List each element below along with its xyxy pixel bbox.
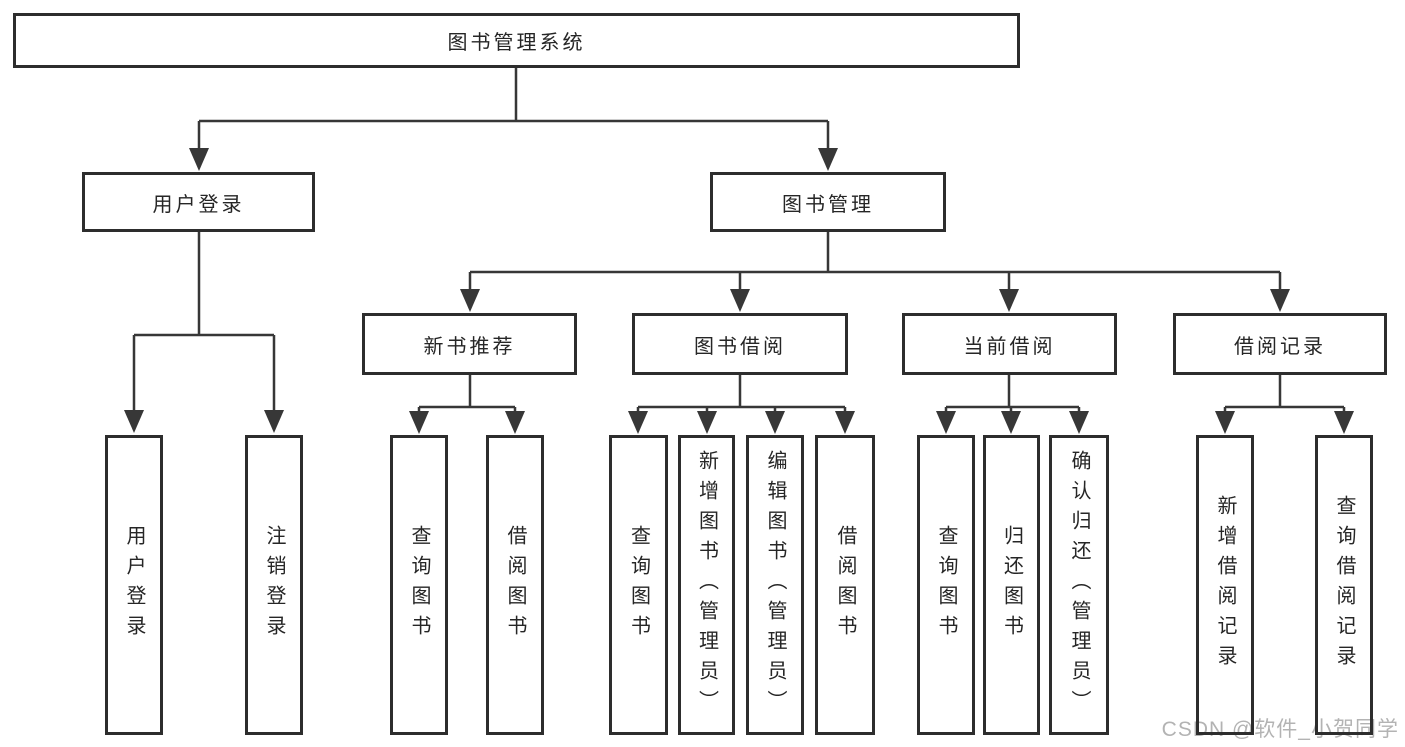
arrowhead — [628, 411, 648, 434]
arrowhead — [936, 411, 956, 434]
connector-bookmgmt-to-level3 — [468, 232, 1282, 290]
leaf-confirm-return-admin: 确认归还（管理员） — [1049, 435, 1109, 735]
arrowhead — [999, 289, 1019, 312]
leaf-return-books: 归还图书 — [983, 435, 1040, 735]
leaf-edit-books-admin: 编辑图书（管理员） — [746, 435, 804, 735]
connector-root-to-level2 — [197, 68, 830, 149]
leaf-borrow-books-recommend: 借阅图书 — [486, 435, 544, 735]
leaf-query-borrow-record: 查询借阅记录 — [1315, 435, 1373, 735]
node-book-management: 图书管理 — [710, 172, 946, 232]
arrowhead — [409, 411, 429, 434]
node-book-borrow: 图书借阅 — [632, 313, 848, 375]
leaf-user-login: 用户登录 — [105, 435, 163, 735]
arrowhead — [1215, 411, 1235, 434]
node-new-book-recommend: 新书推荐 — [362, 313, 577, 375]
connector-borrow-to-leaves — [636, 375, 847, 413]
leaf-query-books-recommend: 查询图书 — [390, 435, 448, 735]
arrowhead — [189, 148, 209, 171]
leaf-add-borrow-record: 新增借阅记录 — [1196, 435, 1254, 735]
arrowhead — [1069, 411, 1089, 434]
connector-lines — [132, 68, 1346, 413]
arrowhead — [730, 289, 750, 312]
leaf-borrow-books: 借阅图书 — [815, 435, 875, 735]
arrowheads — [124, 148, 1354, 434]
arrowhead — [697, 411, 717, 434]
watermark: CSDN @软件_小贺同学 — [1161, 718, 1399, 741]
node-user-login: 用户登录 — [82, 172, 315, 232]
arrowhead — [835, 411, 855, 434]
connector-current-to-leaves — [944, 375, 1081, 413]
connector-newbooks-to-leaves — [417, 375, 517, 413]
arrowhead — [505, 411, 525, 434]
arrowhead — [264, 410, 284, 433]
connector-userlogin-to-leaves — [132, 232, 276, 411]
connector-records-to-leaves — [1223, 375, 1346, 413]
arrowhead — [765, 411, 785, 434]
leaf-query-books-borrow: 查询图书 — [609, 435, 668, 735]
node-library-management-system: 图书管理系统 — [13, 13, 1020, 68]
leaf-logout: 注销登录 — [245, 435, 303, 735]
leaf-query-books-current: 查询图书 — [917, 435, 975, 735]
arrowhead — [460, 289, 480, 312]
arrowhead — [1001, 411, 1021, 434]
arrowhead — [1270, 289, 1290, 312]
node-borrow-records: 借阅记录 — [1173, 313, 1387, 375]
arrowhead — [124, 410, 144, 433]
arrowhead — [1334, 411, 1354, 434]
arrowhead — [818, 148, 838, 171]
leaf-add-books-admin: 新增图书（管理员） — [678, 435, 735, 735]
node-current-borrow: 当前借阅 — [902, 313, 1117, 375]
